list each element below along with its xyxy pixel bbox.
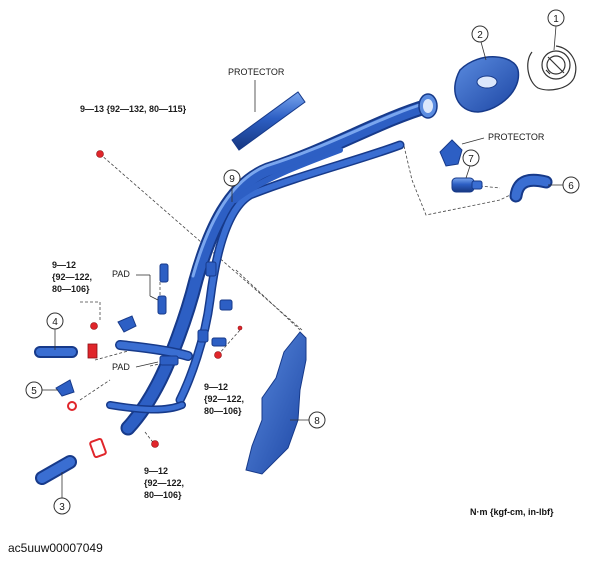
part-5-bracket — [55, 379, 77, 411]
part-4-hose — [34, 343, 98, 359]
torque-bottom-line1: 9—12 — [144, 466, 168, 476]
part-3-hose — [35, 437, 107, 485]
callout-3: 3 — [53, 472, 71, 515]
pad-brackets-lines — [135, 274, 159, 368]
protector-top-label: PROTECTOR — [228, 67, 285, 77]
callout-2: 2 — [471, 25, 489, 61]
torque-mid-line2: {92—122, — [204, 394, 244, 404]
torque-top-label: 9—13 {92—132, 80—115} — [80, 104, 187, 114]
units-note: N·m {kgf-cm, in-lbf} — [470, 507, 554, 517]
torque-bottom-line3: 80—106} — [144, 490, 182, 500]
svg-text:7: 7 — [468, 154, 474, 165]
torque-left-line1: 9—12 — [52, 260, 76, 270]
svg-text:6: 6 — [568, 181, 574, 192]
pad-lower-label: PAD — [112, 362, 130, 372]
svg-text:1: 1 — [553, 14, 559, 25]
torque-left-line2: {92—122, — [52, 272, 92, 282]
bolt-small — [237, 325, 243, 331]
bolt-top — [96, 150, 104, 158]
fuel-cap-part — [527, 45, 577, 91]
svg-text:5: 5 — [31, 386, 37, 397]
pipe-brackets — [197, 261, 233, 347]
protector-right-label: PROTECTOR — [488, 132, 545, 142]
svg-text:2: 2 — [477, 30, 483, 41]
bolt-bottom — [151, 440, 159, 448]
callout-9: 9 — [223, 169, 241, 202]
pad-upper-label: PAD — [112, 269, 130, 279]
figure-code: ac5uuw00007049 — [8, 541, 103, 555]
svg-text:3: 3 — [59, 502, 65, 513]
svg-text:8: 8 — [314, 416, 320, 427]
torque-mid-line3: 80—106} — [204, 406, 242, 416]
callout-1: 1 — [547, 9, 565, 51]
callout-7: 7 — [462, 149, 480, 179]
callout-4: 4 — [46, 312, 64, 350]
torque-bottom-line2: {92—122, — [144, 478, 184, 488]
heat-shield-part — [245, 331, 307, 475]
callout-8: 8 — [290, 411, 326, 429]
hose-clip-upper — [117, 315, 137, 333]
callout-5: 5 — [25, 381, 58, 399]
torque-mid-line1: 9—12 — [204, 382, 228, 392]
torque-left-line3: 80—106} — [52, 284, 90, 294]
protector-clip-right — [439, 137, 485, 167]
part-6-hose — [509, 173, 553, 203]
pad-parts — [157, 263, 179, 366]
filler-neck-inlet — [418, 93, 438, 119]
callout-6: 6 — [548, 176, 580, 194]
protector-sleeve-top — [231, 80, 306, 151]
svg-text:9: 9 — [229, 174, 235, 185]
bolt-markers — [90, 150, 243, 448]
filler-pipe — [106, 98, 436, 436]
bolt-mid — [214, 351, 222, 359]
part-7-hose — [451, 177, 483, 193]
svg-text:4: 4 — [52, 317, 58, 328]
grommet-part — [454, 56, 520, 113]
bolt-left — [90, 322, 98, 330]
